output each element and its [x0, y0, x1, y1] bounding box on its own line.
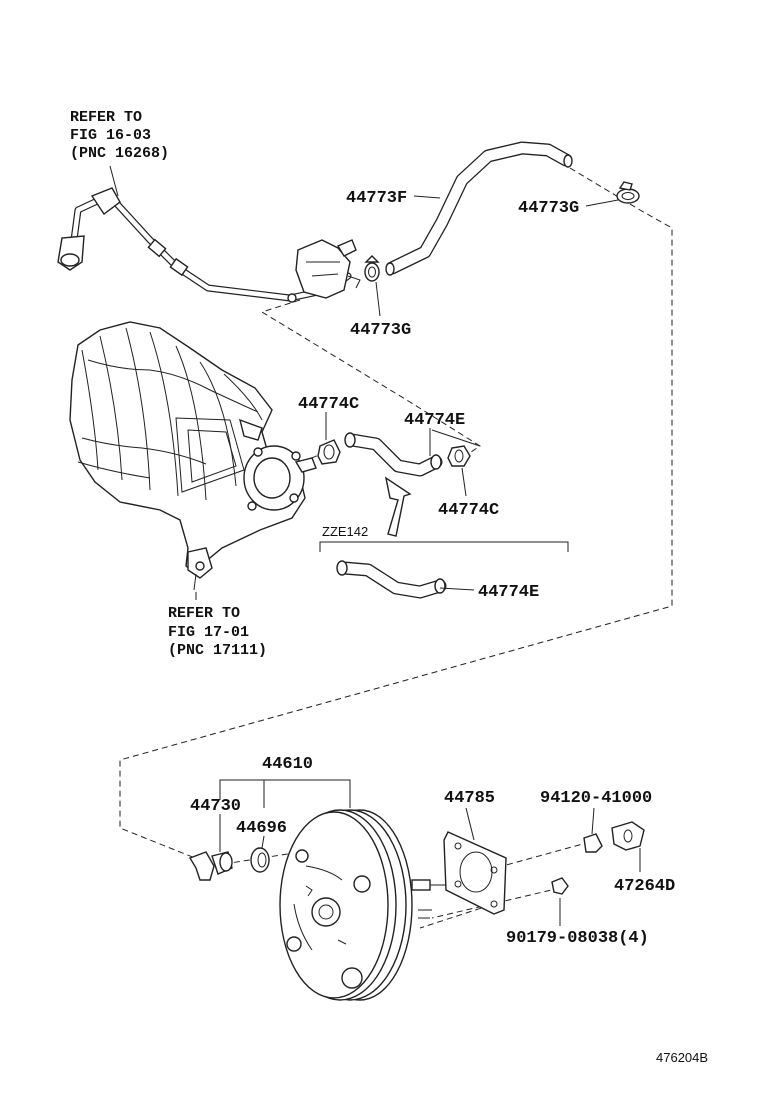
label-94120-41000: 94120-41000	[540, 789, 652, 808]
ref-top-line3: (PNC 16268)	[70, 145, 169, 162]
label-44773G-right: 44773G	[518, 199, 579, 218]
upper-vacuum-pipe	[57, 187, 361, 303]
check-valve-44730	[188, 851, 233, 881]
clevis-47264D	[611, 821, 645, 851]
reference-top: REFER TO FIG 16-03 (PNC 16268)	[70, 109, 169, 162]
brake-booster	[279, 809, 448, 1001]
intake-manifold	[69, 321, 317, 591]
label-44774E-top: 44774E	[404, 411, 465, 430]
ref-bottom-line2: FIG 17-01	[168, 624, 249, 641]
clip-44773G-center	[364, 255, 380, 282]
clip-44774C-left	[317, 439, 341, 465]
label-44610: 44610	[262, 755, 313, 774]
ref-top-line2: FIG 16-03	[70, 127, 151, 144]
ref-bottom-line3: (PNC 17111)	[168, 642, 267, 659]
reference-bottom: REFER TO FIG 17-01 (PNC 17111)	[168, 605, 267, 659]
label-variant: ZZE142	[322, 524, 368, 539]
variant-arrow	[384, 476, 412, 537]
hose-44774E-top	[344, 432, 443, 477]
label-90179-08038: 90179-08038(4)	[506, 929, 649, 948]
figure-id: 476204B	[656, 1050, 708, 1065]
nut-94120-41000	[583, 833, 603, 853]
ref-bottom-line1: REFER TO	[168, 605, 240, 622]
nut-90179-08038	[551, 877, 569, 895]
label-44774C-left: 44774C	[298, 395, 359, 414]
clip-44773G-right	[616, 181, 640, 204]
label-44696: 44696	[236, 819, 287, 838]
variant-bracket	[319, 541, 569, 552]
label-47264D: 47264D	[614, 877, 675, 896]
label-44773G-center: 44773G	[350, 321, 411, 340]
label-44785: 44785	[444, 789, 495, 808]
hose-44773F	[385, 141, 573, 276]
label-44773F: 44773F	[346, 189, 407, 208]
label-44730: 44730	[190, 797, 241, 816]
ref-top-line1: REFER TO	[70, 109, 142, 126]
gasket-44785	[443, 831, 507, 915]
grommet-44696	[250, 847, 270, 873]
hose-44774E-bottom	[336, 560, 447, 599]
leader-lines	[109, 165, 641, 926]
clip-44774C-right	[447, 445, 471, 467]
label-44774C-right: 44774C	[438, 501, 499, 520]
label-44774E-bottom: 44774E	[478, 583, 539, 602]
